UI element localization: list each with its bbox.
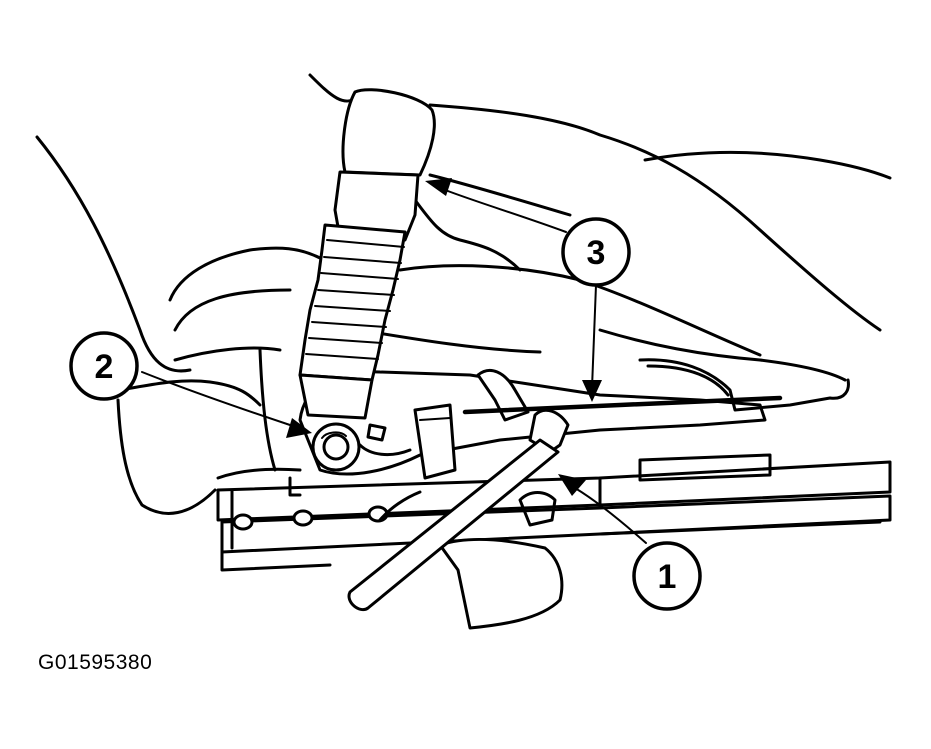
arrowhead-3-upper xyxy=(425,178,452,196)
seat-track xyxy=(216,453,892,572)
track-hole xyxy=(292,509,314,527)
callout-3-label: 3 xyxy=(587,234,606,272)
callout-1-label: 1 xyxy=(658,558,677,596)
arrowhead-1 xyxy=(558,474,586,496)
callout-3: 3 xyxy=(561,217,631,287)
release-cable xyxy=(462,358,850,415)
pivot-bolt xyxy=(311,422,361,472)
figure-id: G01595380 xyxy=(38,651,153,674)
callout-2-label: 2 xyxy=(95,348,114,386)
leader-line-1 xyxy=(574,487,647,544)
arrowhead-2 xyxy=(286,418,312,438)
callout-1: 1 xyxy=(632,541,702,611)
callout-2: 2 xyxy=(69,331,139,401)
arrowhead-3-lower xyxy=(582,380,602,402)
leader-lines xyxy=(141,178,647,544)
track-hole xyxy=(232,513,254,531)
bellows-boot xyxy=(298,88,436,420)
socket-wrench xyxy=(347,408,570,630)
leader-line-2 xyxy=(141,371,291,426)
leader-line-3-upper xyxy=(439,187,567,233)
leader-line-3-lower xyxy=(591,284,597,389)
